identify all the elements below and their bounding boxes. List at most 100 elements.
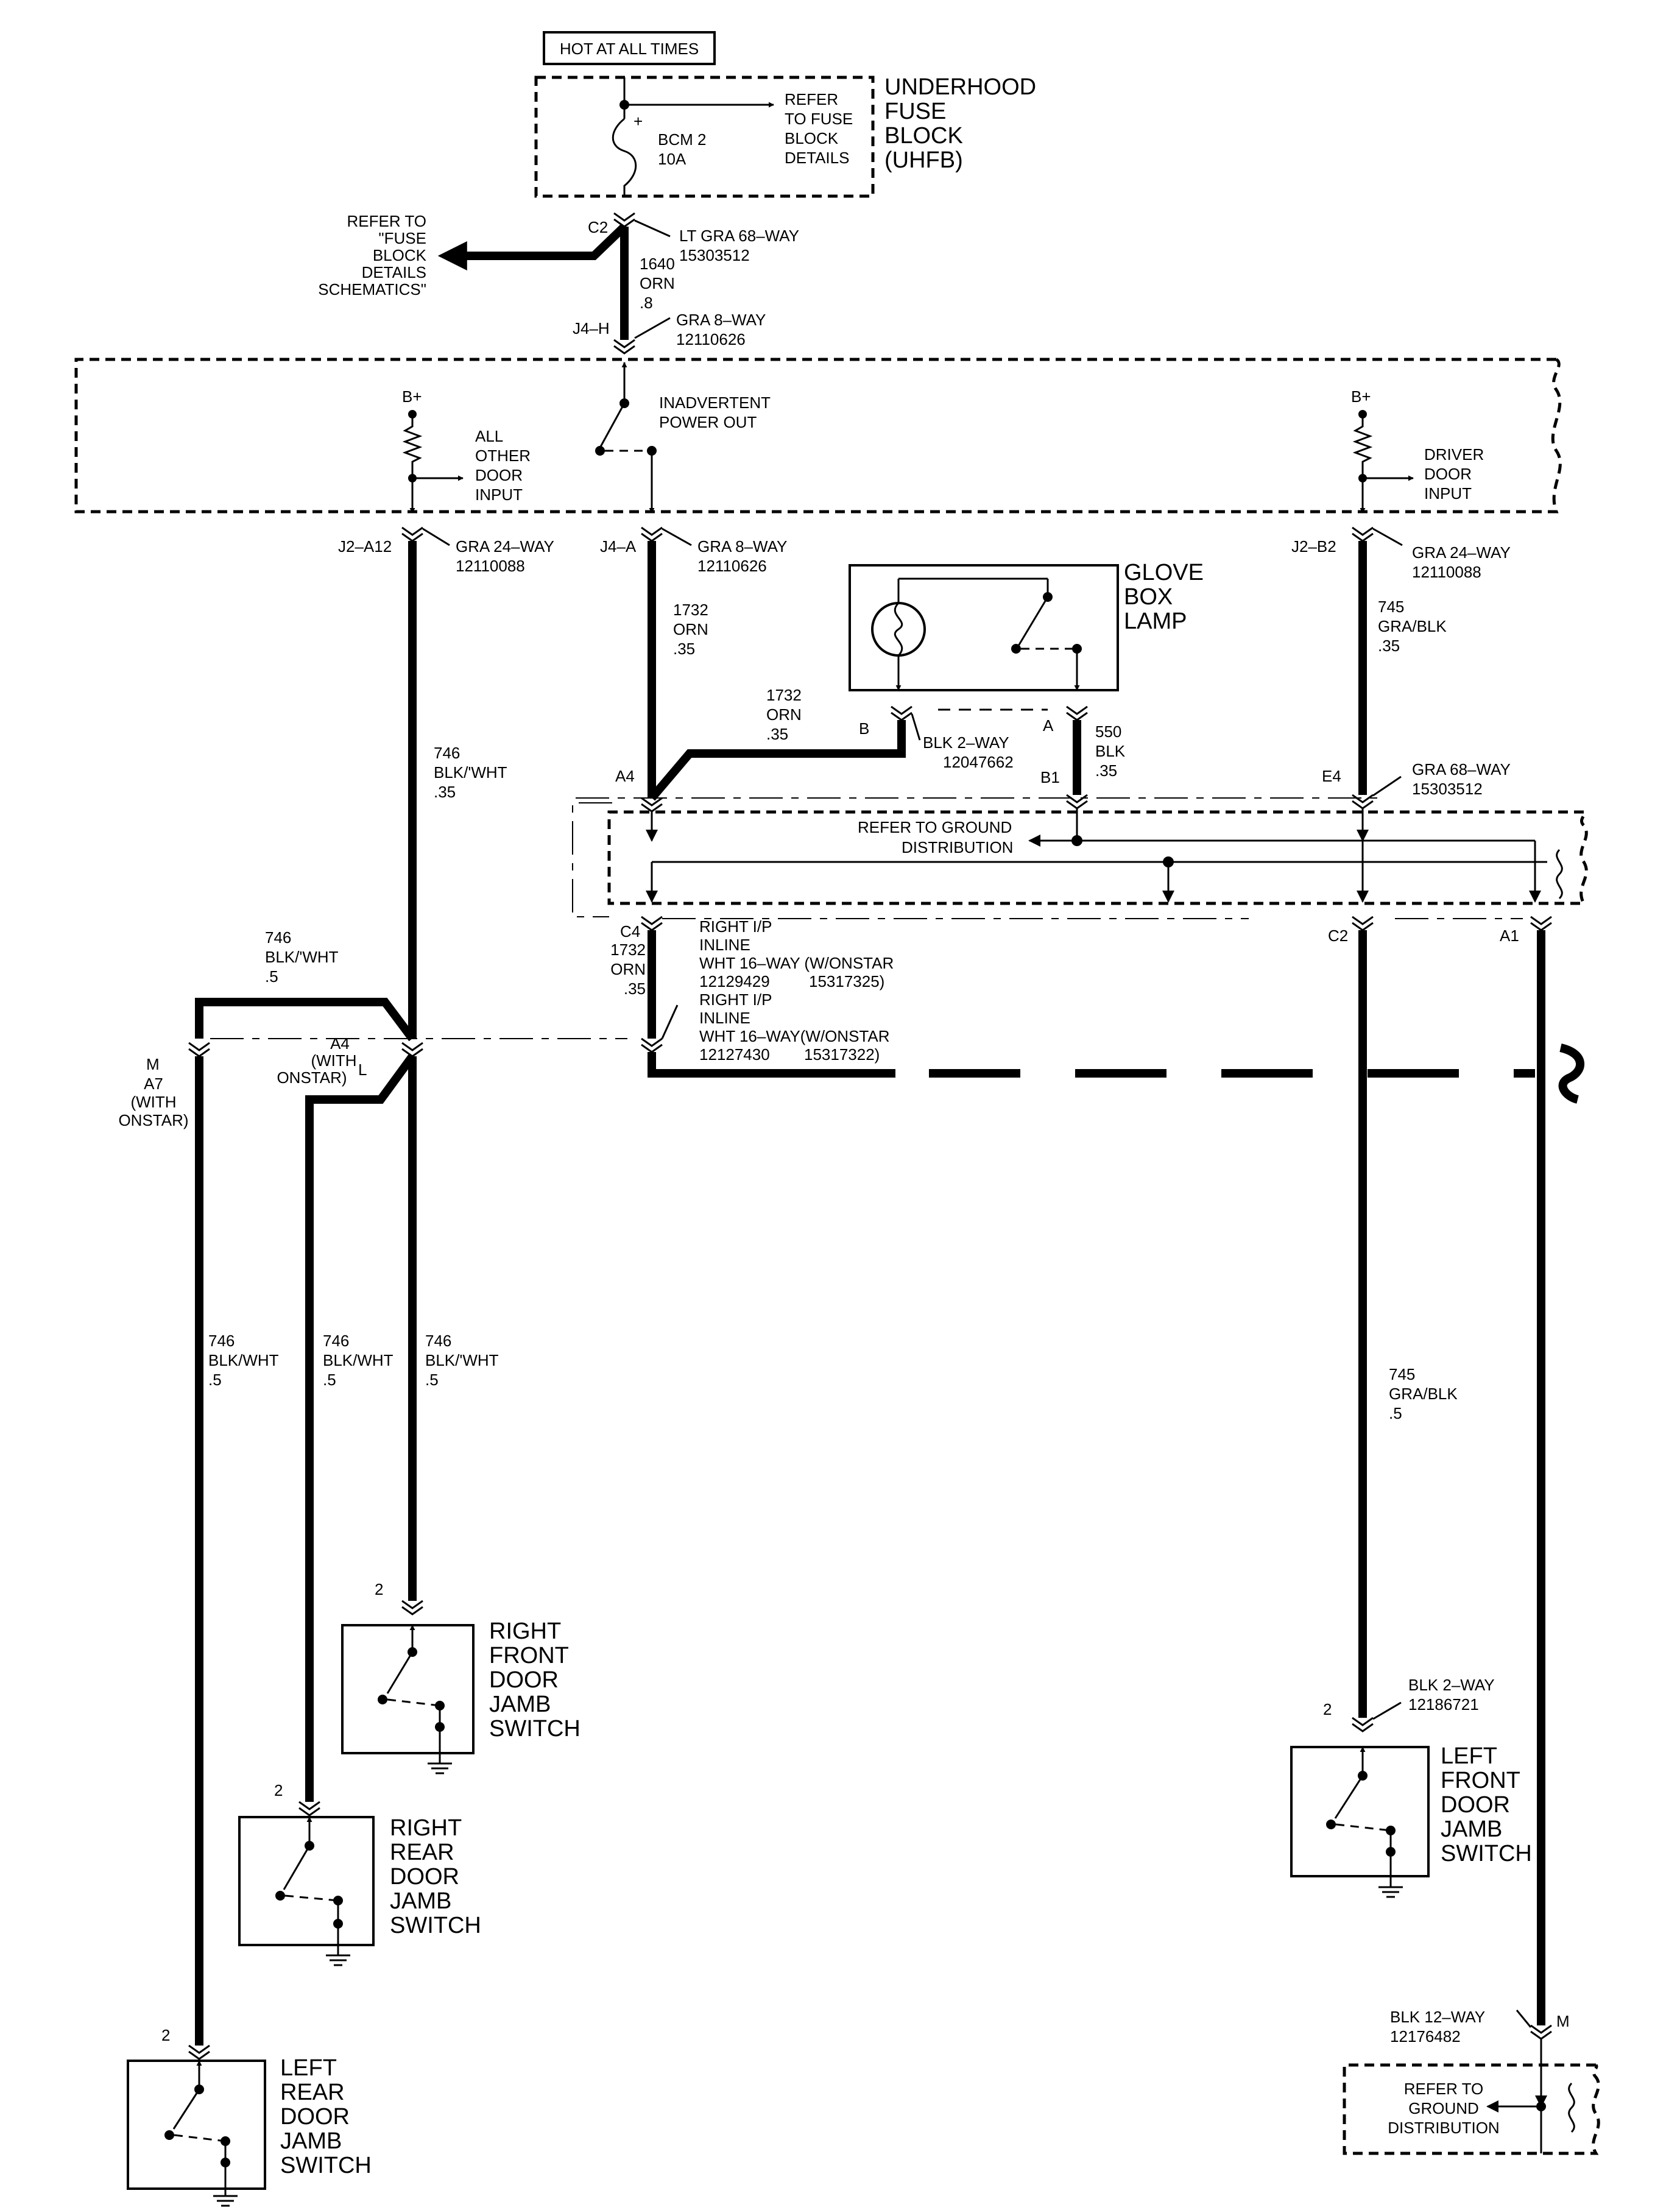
j2-b2-leader: [1372, 528, 1403, 546]
svg-text:ORN: ORN: [640, 274, 675, 292]
svg-text:GRA 8–WAY: GRA 8–WAY: [676, 311, 766, 329]
wire-746-right-front-label: 746 BLK/'WHT .5: [425, 1332, 499, 1389]
glove-box-bulb-icon: [871, 577, 1048, 691]
inadvertent-power-out-label: INADVERTENT POWER OUT: [659, 394, 771, 431]
svg-text:JAMB: JAMB: [390, 1888, 451, 1914]
j4-h-label: J4–H: [573, 319, 610, 337]
e4-leader: [1372, 775, 1402, 797]
svg-text:12110088: 12110088: [1412, 563, 1481, 581]
lf-pin-2: 2: [1323, 1700, 1332, 1718]
svg-text:DOOR: DOOR: [390, 1864, 459, 1890]
svg-text:.8: .8: [640, 294, 653, 312]
left-rear-door-jamb-switch-label: LEFT REAR DOOR JAMB SWITCH: [280, 2055, 372, 2178]
wire-745-upper-label: 745 GRA/BLK .35: [1378, 598, 1447, 655]
blk12-connector-info: BLK 12–WAY 12176482: [1390, 2008, 1485, 2046]
svg-text:REAR: REAR: [280, 2080, 345, 2105]
ground-distribution-bus: [646, 808, 1563, 903]
svg-text:GLOVE: GLOVE: [1124, 560, 1204, 585]
svg-text:.35: .35: [673, 640, 695, 658]
svg-text:BLK 2–WAY: BLK 2–WAY: [1408, 1676, 1495, 1694]
svg-text:.35: .35: [434, 783, 456, 801]
m-left-label: M: [146, 1055, 160, 1073]
rf-pin-2: 2: [375, 1580, 383, 1598]
a1-label: A1: [1500, 927, 1519, 945]
svg-text:GRA 8–WAY: GRA 8–WAY: [697, 537, 787, 556]
underhood-fuse-block-box: [534, 76, 875, 198]
left-rear-door-jamb-switch-box: [127, 2060, 266, 2190]
j4-a-connector-info: GRA 8–WAY 12110626: [697, 537, 787, 575]
svg-text:.35: .35: [766, 725, 788, 743]
svg-text:12047662: 12047662: [943, 753, 1014, 771]
svg-text:.5: .5: [323, 1371, 336, 1389]
rr-pin-connector-symbol: [298, 1801, 320, 1816]
svg-text:550: 550: [1095, 722, 1121, 741]
svg-text:FRONT: FRONT: [1441, 1768, 1520, 1793]
svg-text:B+: B+: [1351, 387, 1371, 406]
svg-text:12176482: 12176482: [1390, 2027, 1461, 2046]
blk12-leader: [1516, 2010, 1532, 2028]
e4-connector-info: GRA 68–WAY 15303512: [1412, 760, 1511, 798]
svg-text:DOOR: DOOR: [475, 466, 523, 484]
rf-pin-connector-symbol: [401, 1600, 423, 1615]
b1-label: B1: [1040, 768, 1060, 786]
svg-text:BLK: BLK: [1095, 742, 1126, 760]
glove-box-connector-info: BLK 2–WAY 12047662: [923, 733, 1014, 771]
wire-1732-glove-box: [648, 720, 906, 801]
svg-text:RIGHT: RIGHT: [390, 1815, 462, 1841]
svg-text:SWITCH: SWITCH: [280, 2153, 372, 2178]
j2-b2-connector-info: GRA 24–WAY 12110088: [1412, 543, 1511, 581]
left-front-switch-symbol: [1326, 1746, 1403, 1898]
svg-text:GRA/BLK: GRA/BLK: [1389, 1385, 1458, 1403]
a1-connector-symbol: [1530, 916, 1552, 931]
svg-text:WHT 16–WAY (W/ONSTAR: WHT 16–WAY (W/ONSTAR: [699, 954, 894, 972]
svg-text:JAMB: JAMB: [280, 2128, 342, 2154]
refer-fuse-block-schematics-label: REFER TO "FUSE BLOCK DETAILS SCHEMATICS": [318, 212, 426, 298]
all-other-door-input-circuit: B+: [402, 387, 464, 514]
svg-text:745: 745: [1378, 598, 1404, 616]
ground-distribution-bottom-box: [1343, 2063, 1600, 2155]
j2-a12-connector-info: GRA 24–WAY 12110088: [456, 537, 554, 575]
right-rear-door-jamb-switch-label: RIGHT REAR DOOR JAMB SWITCH: [390, 1815, 481, 1938]
m-right-connector-symbol: [1530, 2024, 1552, 2040]
lr-pin-2: 2: [161, 2026, 170, 2044]
svg-text:746: 746: [323, 1332, 349, 1350]
svg-text:BLK 12–WAY: BLK 12–WAY: [1390, 2008, 1485, 2026]
svg-text:.5: .5: [265, 967, 278, 986]
svg-text:BLOCK: BLOCK: [884, 123, 963, 149]
inline2-connector-symbol: [641, 1037, 663, 1053]
svg-text:JAMB: JAMB: [489, 1692, 551, 1717]
svg-text:B+: B+: [402, 387, 422, 406]
c4-wire-label: 1732 ORN .35: [610, 941, 646, 998]
c2-mid-connector-symbol: [1352, 916, 1374, 931]
c4-connector-symbol: [641, 916, 663, 931]
svg-text:BLK 2–WAY: BLK 2–WAY: [923, 733, 1009, 752]
a4-splice-connector-symbol: [401, 1042, 423, 1057]
svg-text:"FUSE: "FUSE: [378, 229, 426, 247]
svg-text:ALL: ALL: [475, 427, 503, 445]
svg-text:REAR: REAR: [390, 1840, 454, 1865]
fuse-icon: [612, 118, 637, 196]
glove-box-connector-symbol: [891, 705, 1088, 721]
svg-text:LEFT: LEFT: [1441, 1743, 1497, 1769]
left-rear-switch-symbol: [164, 2060, 238, 2207]
svg-text:GRA/BLK: GRA/BLK: [1378, 617, 1447, 635]
svg-text:1732: 1732: [673, 601, 708, 619]
svg-text:REFER TO: REFER TO: [347, 212, 426, 230]
svg-text:REFER TO GROUND: REFER TO GROUND: [858, 818, 1012, 836]
fuse-bcm2-label: BCM 2 10A: [658, 130, 706, 168]
hot-at-all-times-label: HOT AT ALL TIMES: [560, 40, 699, 58]
fuse-plus-sign: +: [634, 112, 643, 130]
all-other-door-input-label: ALL OTHER DOOR INPUT: [475, 427, 531, 504]
glove-box-pin-b: B: [859, 719, 869, 738]
svg-text:.35: .35: [1378, 637, 1400, 655]
j4-h-connector-info: GRA 8–WAY 12110626: [676, 311, 766, 348]
svg-text:12129429: 12129429: [699, 972, 770, 990]
svg-text:BLOCK: BLOCK: [785, 129, 839, 147]
svg-text:RIGHT I/P: RIGHT I/P: [699, 917, 772, 936]
svg-text:DOOR: DOOR: [1424, 465, 1472, 483]
body-control-module-box: [74, 358, 1562, 514]
svg-text:1732: 1732: [766, 686, 802, 704]
right-ip-inline-1-info: RIGHT I/P INLINE WHT 16–WAY (W/ONSTAR 12…: [699, 917, 894, 990]
refer-fuse-details-label: REFER TO FUSE BLOCK DETAILS: [785, 90, 853, 167]
